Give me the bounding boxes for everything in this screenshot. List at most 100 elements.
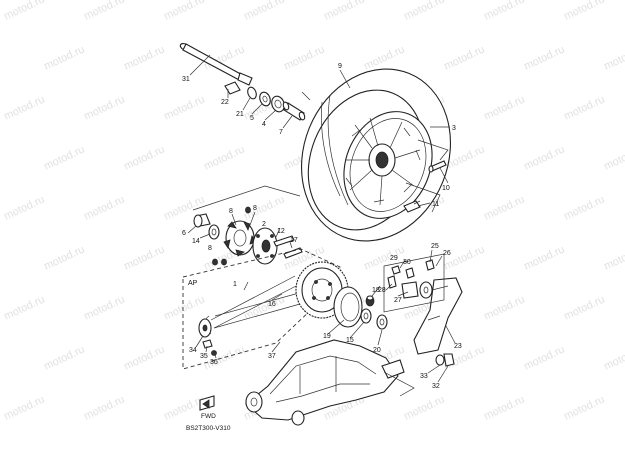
watermark-text: motod.ru: [42, 343, 86, 372]
watermark-text: motod.ru: [562, 93, 606, 122]
callout-18: 18: [372, 287, 380, 294]
watermark-text: motod.ru: [482, 193, 526, 222]
callout-36: 36: [210, 359, 218, 366]
watermark-text: motod.ru: [402, 393, 446, 422]
callout-9: 9: [338, 63, 342, 70]
callout-21: 21: [236, 111, 244, 118]
callout-17: 17: [290, 237, 298, 244]
swingarm: [245, 339, 405, 426]
axle-hardware: [224, 81, 306, 121]
callout-5: 5: [250, 115, 254, 122]
callout-1: 1: [233, 281, 237, 288]
watermark-text: motod.ru: [42, 143, 86, 172]
watermark-text: motod.ru: [602, 143, 625, 172]
callout-15: 15: [346, 337, 354, 344]
callout-6: 6: [182, 230, 186, 237]
watermark-text: motod.ru: [2, 293, 46, 322]
watermark-text: motod.ru: [42, 43, 86, 72]
callouts: 31 22 21 5 4 7 9 3 10 11 6 14 8 8 8 2 12…: [182, 63, 462, 390]
rear-axle: [179, 43, 253, 86]
watermark-text: motod.ru: [82, 0, 126, 23]
damper-bolts: [212, 206, 251, 266]
bearing-20: [376, 314, 388, 330]
watermark-text: motod.ru: [442, 243, 486, 272]
balance-weight: [403, 200, 421, 213]
watermark-text: motod.ru: [522, 43, 566, 72]
watermark-text: motod.ru: [482, 93, 526, 122]
watermark-text: motod.ru: [602, 243, 625, 272]
sprocket-hub: [252, 227, 278, 265]
watermark-text: motod.ru: [482, 393, 526, 422]
watermark-text: motod.ru: [402, 0, 446, 23]
front-direction-mark: [199, 395, 215, 411]
callout-2: 2: [262, 221, 266, 228]
callout-20: 20: [373, 347, 381, 354]
watermark-text: motod.ru: [122, 43, 166, 72]
watermark-text: motod.ru: [122, 343, 166, 372]
watermark-text: motod.ru: [82, 193, 126, 222]
watermark-text: motod.ru: [442, 43, 486, 72]
callout-10: 10: [442, 185, 450, 192]
callout-30: 30: [403, 259, 411, 266]
watermark-text: motod.ru: [602, 343, 625, 372]
callout-32: 32: [432, 383, 440, 390]
callout-27: 27: [394, 297, 402, 304]
watermark-text: motod.ru: [202, 143, 246, 172]
callout-8b: 8: [253, 205, 257, 212]
watermark-text: motod.ru: [522, 143, 566, 172]
sprocket-studs: [273, 235, 303, 259]
callout-7: 7: [279, 129, 283, 136]
callout-14: 14: [192, 238, 200, 245]
callout-8a: 8: [229, 208, 233, 215]
watermark-text: motod.ru: [602, 43, 625, 72]
diagram-code: BS2T300-V310: [186, 425, 231, 432]
chain-joint: [198, 318, 217, 356]
callout-23: 23: [454, 343, 462, 350]
callout-8c: 8: [208, 245, 212, 252]
watermark-text: motod.ru: [82, 93, 126, 122]
callout-33: 33: [420, 373, 428, 380]
watermark-text: motod.ru: [322, 0, 366, 23]
watermark-text: motod.ru: [162, 0, 206, 23]
leader-lines: [187, 54, 456, 397]
callout-34: 34: [189, 347, 197, 354]
valve-stem: [428, 160, 447, 173]
hub-collar: [193, 213, 211, 228]
watermark-text: motod.ru: [2, 193, 46, 222]
ap-kit-label: AP: [188, 280, 198, 287]
axle-nut-right: [435, 353, 455, 367]
watermark-text: motod.ru: [562, 0, 606, 23]
callout-4: 4: [262, 121, 266, 128]
watermark-text: motod.ru: [482, 0, 526, 23]
oil-seal-15: [360, 308, 372, 324]
watermark-text: motod.ru: [362, 43, 406, 72]
collar-18: [365, 295, 375, 307]
watermark-text: motod.ru: [282, 43, 326, 72]
callout-26: 26: [443, 250, 451, 257]
watermark-text: motod.ru: [362, 243, 406, 272]
callout-31: 31: [182, 76, 190, 83]
watermark-text: motod.ru: [562, 193, 606, 222]
watermark-text: motod.ru: [202, 343, 246, 372]
watermark-text: motod.ru: [562, 293, 606, 322]
callout-3: 3: [452, 125, 456, 132]
watermark-text: motod.ru: [482, 293, 526, 322]
callout-19: 19: [323, 333, 331, 340]
hub-dampers: [223, 220, 257, 257]
watermark-text: motod.ru: [42, 243, 86, 272]
callout-11: 11: [432, 201, 439, 208]
watermark-text: motod.ru: [82, 393, 126, 422]
watermark-text: motod.ru: [122, 243, 166, 272]
watermark-text: motod.ru: [2, 0, 46, 23]
watermark-text: motod.ru: [522, 243, 566, 272]
callout-29: 29: [390, 255, 398, 262]
callout-12: 12: [277, 228, 285, 235]
callout-35: 35: [200, 353, 208, 360]
callout-16: 16: [268, 301, 276, 308]
sprocket-ring: [333, 286, 363, 328]
watermark-text: motod.ru: [162, 93, 206, 122]
watermark-text: motod.ru: [122, 143, 166, 172]
watermark-text: motod.ru: [2, 393, 46, 422]
callout-28: 28: [378, 287, 386, 294]
